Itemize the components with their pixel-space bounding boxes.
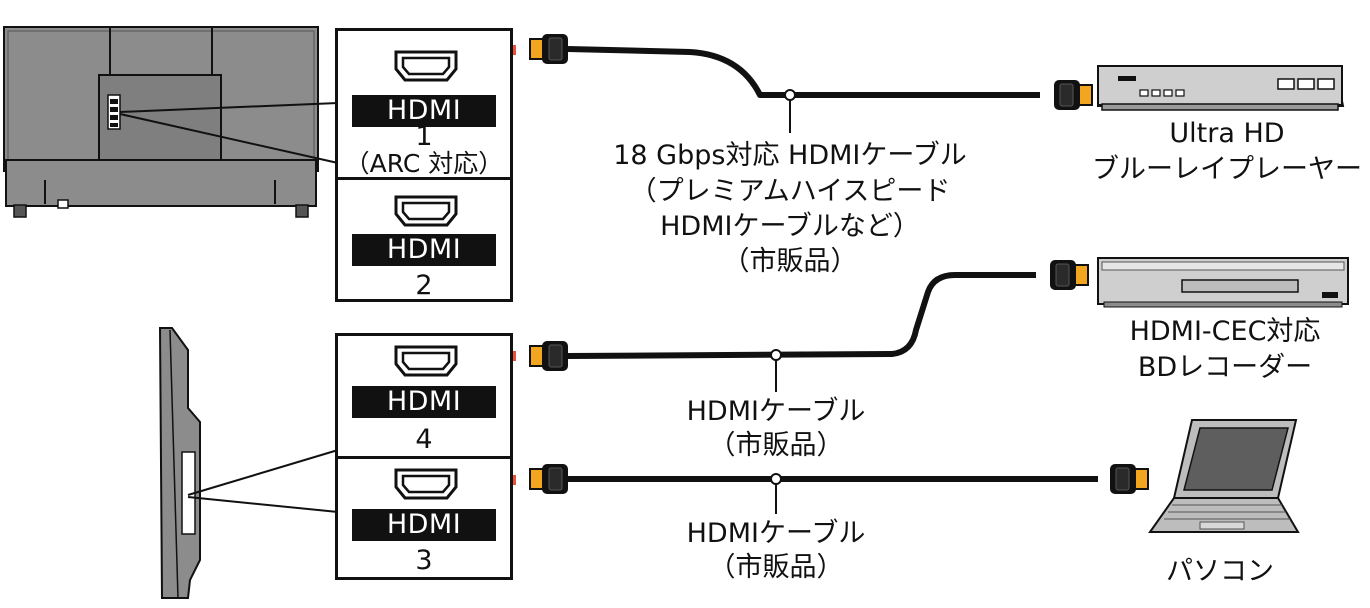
cable-top-label-line1: 18 Gbps対応 HDMIケーブル [613,140,967,171]
hdmi-port-icon [394,468,458,500]
bd-recorder-illustration [1097,257,1349,308]
hdmi-port-icon [394,195,458,227]
port-box-hdmi-4: HDMI 4 [335,333,513,459]
cable-top-label-line2: （プレミアムハイスピード [629,176,951,207]
port-label-hdmi-3: HDMI [352,509,496,541]
device-player-label-line1: Ultra HD [1169,118,1285,149]
port-label-hdmi-4: HDMI [352,386,496,418]
port-number-4: 4 [415,424,433,455]
cable-label-leaders [770,89,796,514]
port-number-2: 2 [415,270,433,301]
port-label-hdmi-2: HDMI [352,234,496,266]
plug-bottom-device-end [1109,463,1149,495]
device-player-label-line2: ブルーレイプレーヤー [1092,154,1362,185]
plug-bottom-tv-end [529,463,569,495]
uhd-bluray-player-illustration [1097,65,1345,111]
port-box-hdmi-3: HDMI 3 [335,456,513,580]
cable-mid-label-line1: HDMIケーブル [686,396,866,427]
device-pc-label: パソコン [1166,556,1274,587]
hdmi-port-icon [394,50,458,82]
plug-top-device-end [1053,79,1093,111]
plug-top-tv-end [529,33,569,65]
cable-top-label-line3: HDMIケーブルなど） [660,211,920,242]
port-number-1: 1 [415,121,433,152]
cable-top-label-line4: （市販品） [722,246,858,277]
device-recorder-label-line2: BDレコーダー [1137,352,1313,383]
tv-side-view [158,327,201,599]
hdmi-port-icon [394,345,458,377]
cable-mid-label-line2: （市販品） [708,430,844,461]
laptop-illustration [1148,419,1300,533]
port-label-hdmi-1: HDMI [352,95,496,127]
cable-top [567,46,1040,98]
cable-bottom-label-line1: HDMIケーブル [686,518,866,549]
plug-mid-device-end [1049,259,1089,291]
cable-bottom-label-line2: （市販品） [708,552,844,583]
port-box-hdmi-1: HDMI 1 （ARC 対応） [335,28,513,180]
plug-mid-tv-end [529,340,569,372]
device-recorder-label-line1: HDMI-CEC対応 [1129,316,1321,347]
port-note-arc: （ARC 対応） [344,149,504,178]
tv-rear-view [3,26,319,218]
port-box-hdmi-2: HDMI 2 [335,177,513,302]
cable-mid [567,272,1036,359]
port-number-3: 3 [415,545,433,576]
